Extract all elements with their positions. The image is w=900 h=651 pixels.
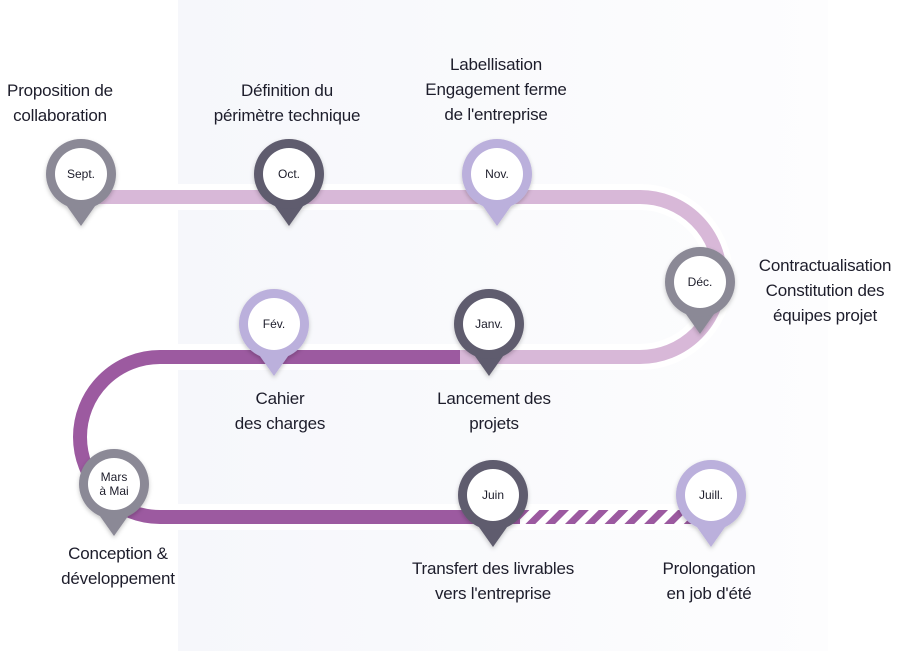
milestone-label: Définition du périmètre technique — [213, 78, 361, 128]
milestone-label-line: équipes projet — [772, 306, 877, 325]
pin-face — [248, 298, 300, 350]
pin-face — [685, 469, 737, 521]
milestone-label-line: Conception & — [68, 544, 168, 563]
milestone-label-line: Prolongation — [662, 559, 756, 578]
milestone-pin: Fév. — [239, 289, 309, 376]
milestone-pin: Déc. — [665, 247, 735, 334]
pin-face — [471, 148, 523, 200]
milestone-label-line: Transfert des livrables — [412, 559, 574, 578]
pin-face — [674, 256, 726, 308]
milestone-label-line: collaboration — [13, 106, 107, 125]
milestone-pin: Janv. — [454, 289, 524, 376]
milestone-label: Conception & développement — [61, 541, 175, 591]
pin-face — [55, 148, 107, 200]
pin-month-label: Juill. — [699, 488, 723, 502]
milestone-label-line: développement — [61, 569, 175, 588]
road-hatched-segment — [520, 510, 700, 524]
pin-month-label: Oct. — [278, 167, 300, 181]
milestone-pin: Juill. — [676, 460, 746, 547]
pin-month-label: Sept. — [67, 167, 95, 181]
milestone-label-line: Engagement ferme — [425, 80, 567, 99]
pin-face — [467, 469, 519, 521]
pin-face — [263, 148, 315, 200]
milestone-label-line: des charges — [234, 414, 326, 433]
pin-face — [88, 458, 140, 510]
pin-month-label: Mars — [101, 470, 128, 484]
milestone-label-line: Labellisation — [450, 55, 542, 74]
milestone-label: Transfert des livrables vers l'entreprise — [412, 556, 574, 606]
milestone-label-line: vers l'entreprise — [434, 584, 552, 603]
milestone-label-line: Définition du — [241, 81, 333, 100]
pin-month-label: Fév. — [263, 317, 285, 331]
milestone-label-line: Cahier — [255, 389, 305, 408]
milestone-label-line: Proposition de — [7, 81, 113, 100]
milestone-label-line: de l'entreprise — [444, 105, 548, 124]
milestone-label-line: périmètre technique — [213, 106, 361, 125]
milestone-label: Cahier des charges — [234, 386, 326, 436]
pin-face — [463, 298, 515, 350]
milestone-pin: Juin — [458, 460, 528, 547]
milestone-label-line: Lancement des — [437, 389, 551, 408]
milestone-label-line: en job d'été — [666, 584, 752, 603]
milestone-label: Prolongation en job d'été — [662, 556, 755, 606]
pin-month-label: à Mai — [99, 484, 128, 498]
pin-month-label: Janv. — [475, 317, 503, 331]
milestone-label-line: projets — [469, 414, 519, 433]
milestone-label: Lancement des projets — [437, 386, 551, 436]
milestone-label-line: Constitution des — [765, 281, 885, 300]
milestone-pin: Nov. — [462, 139, 532, 226]
milestone-pin: Sept. — [46, 139, 116, 226]
pin-month-label: Juin — [482, 488, 504, 502]
milestone-label-line: Contractualisation — [758, 256, 892, 275]
pin-month-label: Déc. — [688, 275, 713, 289]
pin-month-label: Nov. — [485, 167, 509, 181]
milestone-label: Proposition de collaboration — [7, 78, 113, 128]
milestone-pin: Oct. — [254, 139, 324, 226]
